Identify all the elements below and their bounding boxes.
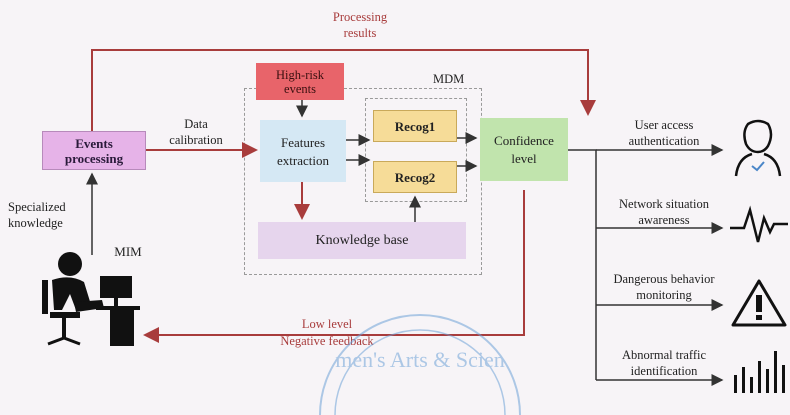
recog1-box: Recog1 <box>373 110 457 142</box>
warning-triangle-icon <box>731 279 787 327</box>
output-label-1: User access authentication <box>628 118 700 148</box>
knowledge-base-box: Knowledge base <box>258 222 466 259</box>
mdm-label: MDM <box>433 72 465 86</box>
institution-stamp-watermark: men's Arts & Scien <box>319 314 521 415</box>
user-check-icon <box>734 119 782 177</box>
mim-label: MIM <box>114 244 142 259</box>
data-calibration-label: Data calibration <box>169 117 223 147</box>
output-label-2: Network situation awareness <box>619 197 709 227</box>
output-trunk-line <box>568 149 597 380</box>
svg-text:men's Arts & Scien: men's Arts & Scien <box>335 347 505 372</box>
output-label-4: Abnormal traffic identification <box>621 348 707 378</box>
heartbeat-wave-icon <box>730 205 788 243</box>
recog2-box: Recog2 <box>373 161 457 193</box>
bar-signal-icon <box>734 351 785 393</box>
connector-lines <box>86 49 724 386</box>
negative-feedback-arrow <box>143 190 525 343</box>
operator-at-computer-icon <box>42 252 140 346</box>
specialized-knowledge-label: Specialized knowledge <box>8 200 66 230</box>
output-label-3: Dangerous behavior monitoring <box>613 272 715 302</box>
mdm-group-border <box>244 88 482 275</box>
processing-results-arrow <box>91 49 596 131</box>
processing-results-label: Processing results <box>332 10 388 40</box>
